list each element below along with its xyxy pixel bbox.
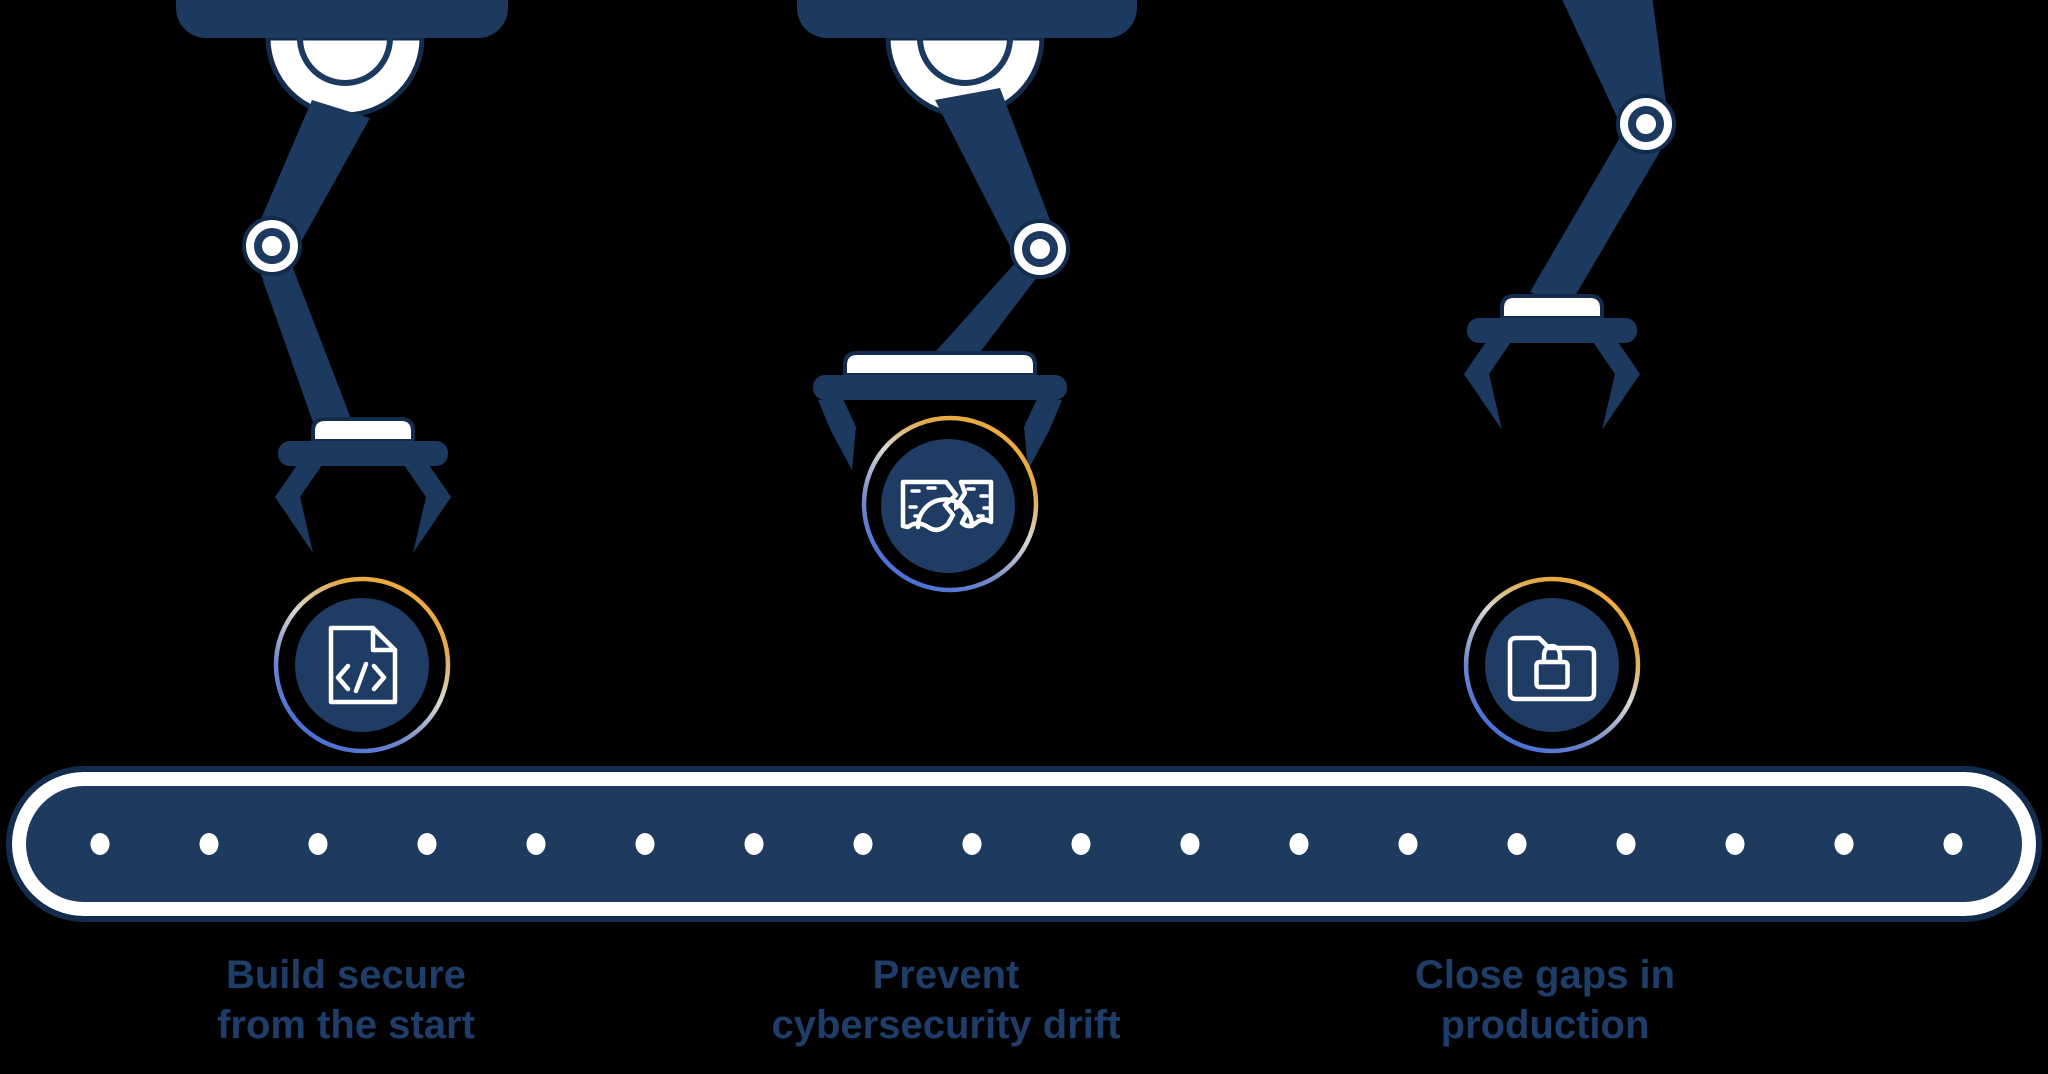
belt-dot: [1180, 833, 1200, 855]
upper-arm-segment: [935, 88, 1062, 262]
belt-dot: [1289, 833, 1309, 855]
station-icon-drift: [861, 415, 1039, 593]
belt-dot: [853, 833, 873, 855]
belt-dot: [1834, 833, 1854, 855]
station-labels: Build secure from the start Prevent cybe…: [217, 953, 1675, 1047]
belt-dot: [1725, 833, 1745, 855]
belt-dot: [962, 833, 982, 855]
gradient-ring: [273, 576, 451, 754]
belt-dot: [199, 833, 219, 855]
belt-dots: [90, 833, 1963, 855]
broken-wall-drift-icon: [900, 479, 994, 533]
shoulder-arc: [297, 37, 393, 86]
belt-dot: [1507, 833, 1527, 855]
elbow-joint-ring: [1628, 106, 1664, 142]
icon-disc: [295, 598, 429, 732]
gradient-ring: [1463, 576, 1641, 754]
code-file-icon: [328, 625, 398, 705]
gradient-ring: [861, 415, 1039, 593]
belt-dot: [417, 833, 437, 855]
conveyor-belt: [6, 766, 2042, 922]
icon-disc: [1485, 598, 1619, 732]
belt-dot: [1398, 833, 1418, 855]
ceiling-mount: [797, 0, 1137, 38]
station-1-label-line-2: from the start: [217, 1003, 475, 1047]
belt-dot: [635, 833, 655, 855]
station-2-label-line-1: Prevent: [873, 953, 1020, 997]
station-icon-code-file: [273, 576, 451, 754]
belt-dot: [1616, 833, 1636, 855]
locked-folder-icon: [1507, 635, 1597, 702]
station-2-label-line-2: cybersecurity drift: [771, 1003, 1120, 1047]
belt-dot: [1943, 833, 1963, 855]
belt-surface: [26, 786, 2022, 902]
station-1-label-line-1: Build secure: [226, 953, 466, 997]
robot-arm-middle: [797, 0, 1137, 472]
ceiling-mount: [176, 0, 508, 38]
robot-arm-left: [176, 0, 508, 555]
brick-marks: [908, 486, 991, 518]
station-icon-locked-folder: [1463, 576, 1641, 754]
lower-arm-segment: [253, 252, 360, 442]
lower-arm-segment: [1530, 134, 1662, 308]
robot-arm-right: [1462, 0, 1676, 432]
elbow-joint-ring: [1022, 231, 1058, 267]
belt-dot: [526, 833, 546, 855]
belt-dot: [90, 833, 110, 855]
shoulder-arc: [917, 37, 1013, 86]
belt-dot: [744, 833, 764, 855]
belt-dot: [308, 833, 328, 855]
station-3-label-line-1: Close gaps in: [1415, 953, 1675, 997]
lower-arm-segment: [928, 252, 1056, 368]
drift-triangle: [954, 501, 963, 511]
belt-dot: [1071, 833, 1091, 855]
elbow-joint-ring: [254, 228, 290, 264]
station-3-label-line-2: production: [1441, 1003, 1650, 1047]
